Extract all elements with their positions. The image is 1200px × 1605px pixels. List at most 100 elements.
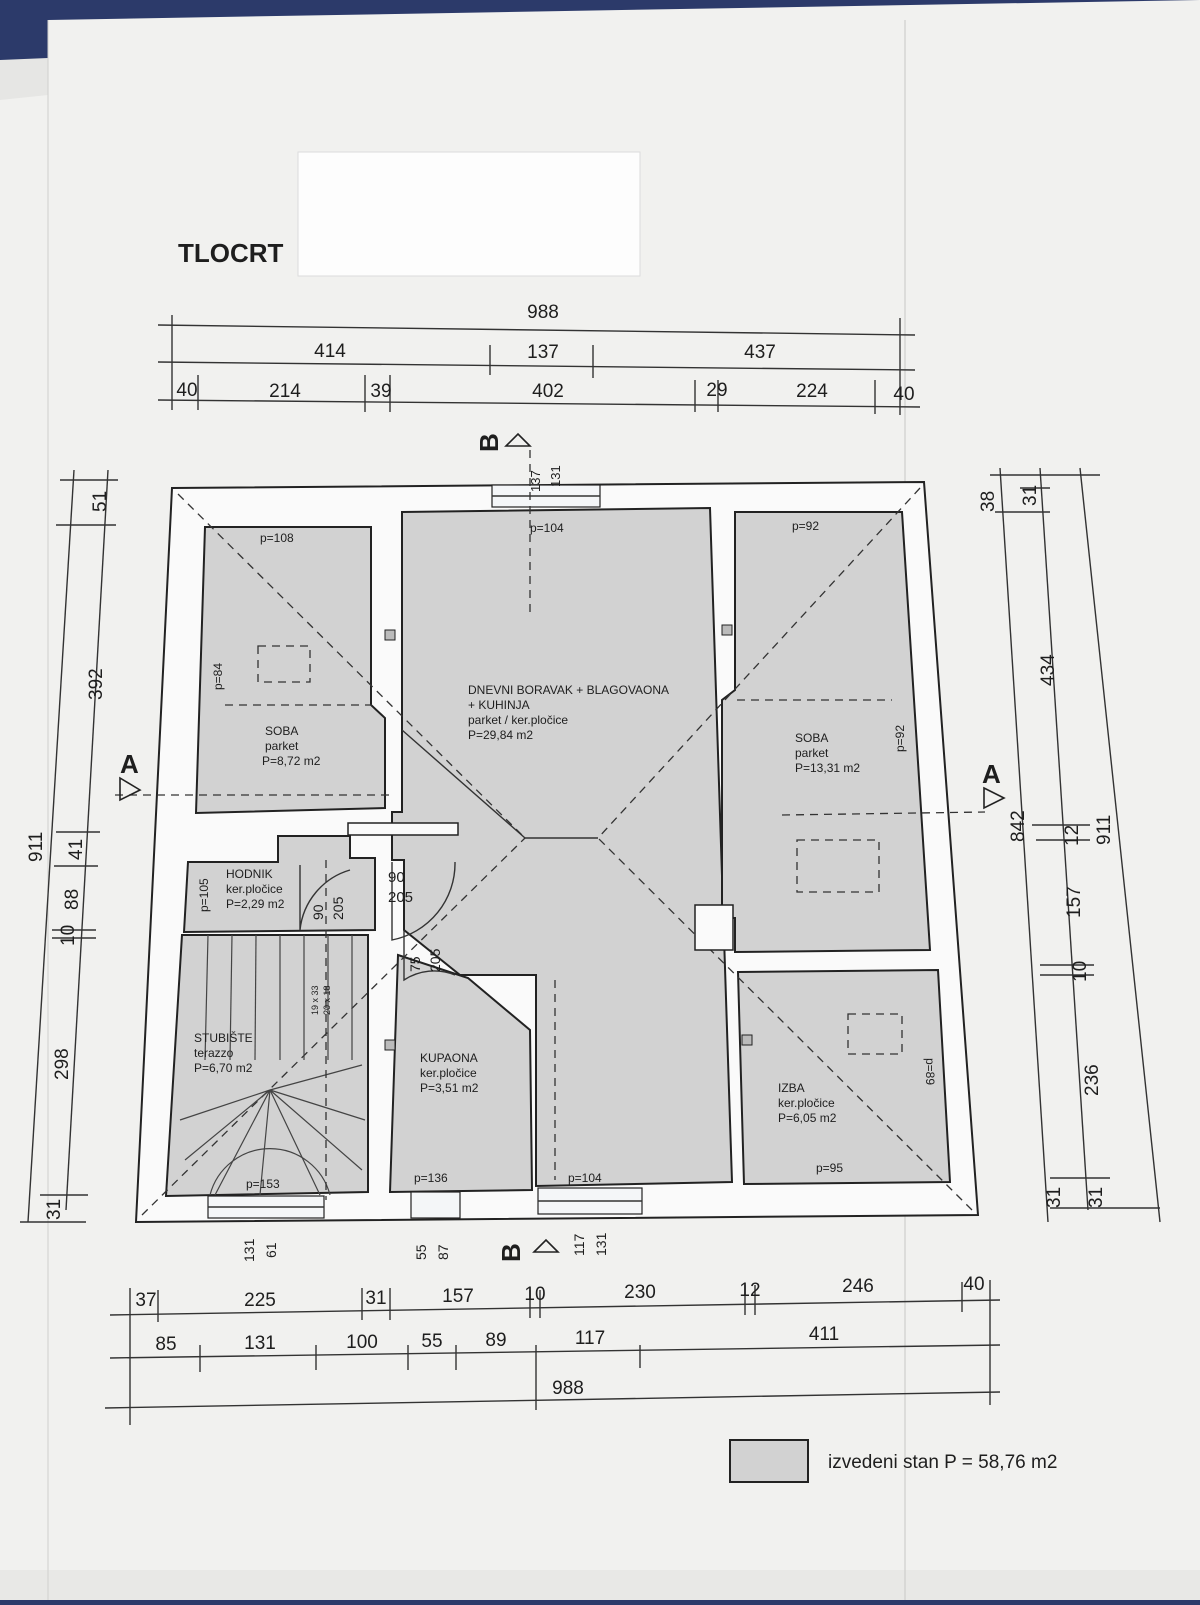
top-dimensions: 988 414 137 437 40 214 39 402 29 224 40 — [157, 302, 921, 415]
section-b-bottom: B — [496, 1243, 526, 1262]
door3-height: 205 — [427, 948, 443, 972]
legend-text: izvedeni stan P = 58,76 m2 — [828, 1452, 1057, 1473]
dim-top-detail-6: 224 — [796, 381, 828, 402]
dim-bottom-r1-1: 37 — [135, 1290, 156, 1311]
room-soba-left — [194, 526, 386, 815]
dim-top-detail-1: 40 — [176, 380, 197, 401]
dim-left-total: 911 — [26, 832, 47, 862]
izba-p-bottom: p=95 — [816, 1161, 843, 1175]
left-dimensions: 51 392 41 88 10 298 31 911 — [20, 469, 118, 1223]
soba-right-p-top: p=92 — [792, 519, 819, 533]
soba-left-p-side: p=84 — [211, 663, 225, 690]
kupaona-area: P=3,51 m2 — [420, 1081, 479, 1095]
dim-left-1: 51 — [90, 491, 111, 512]
dim-bottom-r2-6: 117 — [575, 1328, 605, 1349]
dim-left-4: 88 — [62, 889, 83, 910]
dim-right-6: 10 — [1070, 961, 1091, 982]
window-bm-dim-1: 55 — [413, 1244, 429, 1260]
section-a-right: A — [982, 759, 1001, 789]
izba-p-side: p=89 — [923, 1058, 937, 1085]
dim-top-detail-7: 40 — [893, 384, 914, 405]
dim-left-7: 31 — [44, 1199, 65, 1220]
soba-right-floor: parket — [795, 746, 829, 760]
hodnik-floor: ker.pločice — [226, 882, 283, 896]
dim-left-2: 392 — [86, 668, 107, 700]
soba-left-area: P=8,72 m2 — [262, 754, 321, 768]
room-izba — [736, 968, 952, 1186]
dim-bottom-r2-5: 89 — [485, 1330, 506, 1351]
dim-right-4: 12 — [1062, 825, 1083, 846]
kupaona-floor: ker.pločice — [420, 1066, 477, 1080]
window-br-dim-2: 131 — [593, 1232, 609, 1256]
plan-title: TLOCRT — [178, 238, 284, 268]
legend-swatch — [729, 1439, 809, 1483]
window-top-dim-1: 137 — [528, 470, 543, 492]
dnevni-p-top: p=104 — [530, 521, 564, 535]
section-a-left: A — [120, 749, 139, 779]
dim-right-9: 31 — [1086, 1187, 1107, 1208]
stubiste-name: STUBIŠTE — [194, 1030, 253, 1045]
dim-bottom-r2-2: 131 — [244, 1333, 276, 1354]
izba-floor: ker.pločice — [778, 1096, 835, 1110]
soba-left-floor: parket — [265, 739, 299, 753]
dim-bottom-r1-5: 10 — [524, 1284, 545, 1305]
kupaona-p-bottom: p=136 — [414, 1171, 448, 1185]
dim-bottom-r1-4: 157 — [442, 1286, 474, 1307]
bottom-dimensions: 37 225 31 157 10 230 12 246 40 85 131 10… — [104, 1274, 1001, 1425]
door2-height: 205 — [330, 896, 346, 920]
dim-top-detail-4: 402 — [532, 381, 564, 402]
dim-left-6: 298 — [52, 1048, 73, 1080]
room-soba-right — [721, 511, 932, 954]
stubiste-floor: terazzo — [194, 1046, 234, 1060]
dim-right-1: 38 — [978, 491, 999, 512]
door3-width: 75 — [407, 956, 423, 972]
room-dnevni-boravak — [391, 506, 734, 1188]
dim-right-2: 31 — [1020, 485, 1041, 506]
door-arc-3 — [403, 930, 456, 982]
door1-height: 205 — [388, 889, 413, 906]
room-hodnik — [182, 835, 376, 934]
dim-left-5: 10 — [58, 925, 79, 946]
window-bm-dim-2: 87 — [435, 1244, 451, 1260]
stair-treads — [179, 934, 366, 1196]
door-arc-2 — [299, 865, 351, 931]
stair-dim-2: 20 x 18 — [322, 985, 332, 1015]
dim-left-3: 41 — [66, 839, 87, 860]
plan-body: p=108 p=84 SOBA parket P=8,72 m2 p=104 D… — [115, 450, 986, 1262]
dim-top-mid-1: 414 — [314, 341, 346, 362]
dim-top-total: 988 — [527, 302, 559, 323]
door2-width: 90 — [310, 904, 326, 920]
kupaona-name: KUPAONA — [420, 1051, 478, 1065]
dim-bottom-r2-4: 55 — [421, 1331, 442, 1352]
hodnik-name: HODNIK — [226, 867, 273, 881]
door1-width: 90 — [388, 869, 405, 886]
door-arc-1 — [391, 861, 456, 941]
dnevni-floor: parket / ker.pločice — [468, 713, 568, 727]
dim-right-5: 157 — [1064, 886, 1085, 918]
window-top-dim-2: 131 — [548, 465, 563, 487]
hodnik-area: P=2,29 m2 — [226, 897, 285, 911]
dim-right-7: 236 — [1082, 1064, 1103, 1096]
hodnik-p-side: p=105 — [197, 878, 211, 912]
window-bl-dim-2: 61 — [263, 1242, 279, 1258]
dnevni-name-2: + KUHINJA — [468, 698, 530, 712]
blank-label-box — [297, 151, 641, 277]
dim-top-detail-2: 214 — [269, 381, 301, 402]
izba-name: IZBA — [778, 1081, 805, 1095]
dim-top-mid-3: 437 — [744, 342, 776, 363]
izba-area: P=6,05 m2 — [778, 1111, 837, 1125]
stair-dim-1: 19 x 33 — [310, 985, 320, 1015]
soba-left-p-top: p=108 — [260, 531, 294, 545]
dim-top-detail-3: 39 — [370, 381, 391, 402]
dim-right-total: 911 — [1094, 815, 1115, 845]
soba-right-name: SOBA — [795, 731, 828, 745]
legend: izvedeni stan P = 58,76 m2 — [729, 1439, 1057, 1483]
room-kupaona — [388, 953, 534, 1194]
dim-right-8: 31 — [1044, 1187, 1065, 1208]
stubiste-area: P=6,70 m2 — [194, 1061, 253, 1075]
soba-right-p-side: p=92 — [893, 725, 907, 752]
window-br-dim-1: 117 — [571, 1233, 587, 1256]
dim-bottom-r1-9: 40 — [963, 1274, 984, 1295]
dim-bottom-r1-3: 31 — [365, 1288, 386, 1309]
